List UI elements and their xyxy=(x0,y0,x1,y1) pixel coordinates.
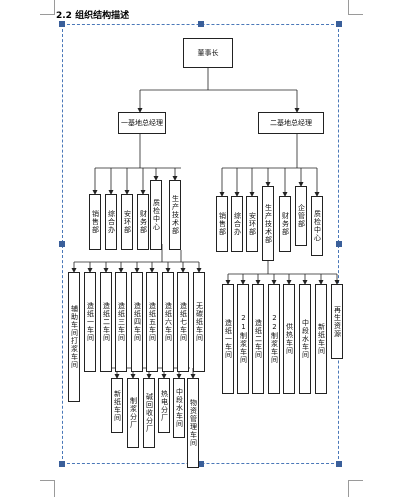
plant1-workshop-2: 造纸二车间 xyxy=(100,272,112,372)
plant1-subunit-1: 制浆分厂 xyxy=(127,378,139,448)
plant1-dept-4: 质检中心 xyxy=(150,180,162,250)
section-heading: 2.2 组织结构描述 xyxy=(56,11,130,21)
plant1-workshop-5: 造纸五车间 xyxy=(146,272,158,372)
plant1-dept-2: 安环部 xyxy=(121,194,133,250)
plant1-subunit-4: 中段水车间 xyxy=(173,378,185,438)
plant1-workshop-6: 造纸六车间 xyxy=(162,272,174,372)
plant2-workshop-0: 造纸一车间 xyxy=(222,284,234,394)
plant2-workshop-2: 造纸二车间 xyxy=(252,284,264,394)
plant2-dept-0: 销售部 xyxy=(216,196,228,252)
plant1-dept-3: 财务部 xyxy=(137,194,149,250)
plant2-workshop-1: 21制浆车间 xyxy=(237,284,249,394)
resize-handle-middle-right[interactable] xyxy=(336,241,342,247)
resize-handle-middle-left[interactable] xyxy=(59,241,65,247)
resize-handle-top-left[interactable] xyxy=(59,21,65,27)
plant1-manager-node: 一基地总经理 xyxy=(118,112,166,134)
resize-handle-bottom-center[interactable] xyxy=(198,461,204,467)
resize-handle-top-right[interactable] xyxy=(336,21,342,27)
plant2-workshop-4: 供热车间 xyxy=(283,284,295,394)
plant2-dept-4: 财务部 xyxy=(279,196,291,252)
plant1-dept-0: 销售部 xyxy=(89,194,101,250)
root-node-chairman: 董事长 xyxy=(183,38,233,68)
plant2-dept-5: 企管部 xyxy=(295,186,307,246)
plant1-subunit-5: 物资管理车间 xyxy=(187,378,199,468)
margin-mark-bottom-left xyxy=(40,480,55,497)
plant1-workshop-7: 造纸七车间 xyxy=(177,272,189,372)
plant2-dept-6: 质检中心 xyxy=(311,196,323,256)
plant1-subunit-2: 碱回收分厂 xyxy=(143,378,155,448)
plant2-dept-3: 生产技术部 xyxy=(262,186,274,261)
plant1-dept-1: 综合办 xyxy=(105,194,117,250)
plant1-workshop-1: 造纸一车间 xyxy=(84,272,96,372)
plant2-workshop-5: 中段水车间 xyxy=(299,284,311,394)
resize-handle-bottom-right[interactable] xyxy=(336,461,342,467)
plant2-workshop-7: 再生资源 xyxy=(331,284,343,359)
margin-mark-bottom-right xyxy=(348,480,363,497)
margin-mark-top-left xyxy=(40,0,55,15)
plant2-workshop-6: 新纸车间 xyxy=(315,284,327,394)
resize-handle-bottom-left[interactable] xyxy=(59,461,65,467)
plant1-workshop-4: 造纸四车间 xyxy=(131,272,143,372)
plant1-workshop-3: 造纸三车间 xyxy=(115,272,127,372)
plant2-manager-node: 二基地总经理 xyxy=(258,112,324,134)
plant1-subunit-3: 热电分厂 xyxy=(158,378,170,433)
plant1-workshop-0: 辅助车间打浆车间 xyxy=(68,272,80,402)
plant2-workshop-3: 22制浆车间 xyxy=(268,284,280,394)
plant1-dept-5: 生产技术部 xyxy=(169,180,181,250)
plant1-subunit-0: 新纸车间 xyxy=(111,378,123,433)
plant2-dept-2: 安环部 xyxy=(246,196,258,252)
plant1-workshop-8: 无碳纸车间 xyxy=(193,272,205,372)
resize-handle-top-center[interactable] xyxy=(198,21,204,27)
plant2-dept-1: 综合办 xyxy=(231,196,243,252)
margin-mark-top-right xyxy=(348,0,363,15)
